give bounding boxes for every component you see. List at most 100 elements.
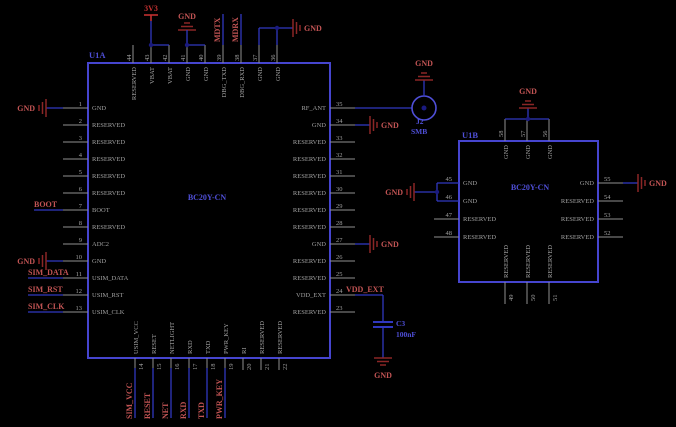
net-label-net: NET xyxy=(161,402,170,419)
pin-number: 32 xyxy=(336,152,343,159)
pin-name: RESERVED xyxy=(131,67,138,100)
pin-number: 17 xyxy=(192,363,199,370)
net-label-rxd: RXD xyxy=(179,401,188,419)
pin-name: USIM_RST xyxy=(92,292,123,299)
junction-dot xyxy=(525,116,531,122)
pin-name: RESERVED xyxy=(92,156,125,163)
pin-name: TXD xyxy=(205,340,212,354)
pin-name: RESERVED xyxy=(293,309,326,316)
pin-number: 25 xyxy=(336,271,343,278)
pin-name: RESERVED xyxy=(561,234,594,241)
ic-part-u1a: BC20Y-CN xyxy=(188,193,227,202)
net-label-txd: TXD xyxy=(197,402,206,419)
pin-name: RESERVED xyxy=(293,207,326,214)
net-label-sim-clk: SIM_CLK xyxy=(28,302,65,311)
pin-name: RESERVED xyxy=(293,139,326,146)
pin-number: 40 xyxy=(198,55,205,62)
net-label-sim_vcc: SIM_VCC xyxy=(125,382,134,419)
pin-number: 45 xyxy=(446,176,453,183)
net-label-pwr_key: PWR_KEY xyxy=(215,379,224,419)
pin-number: 29 xyxy=(336,203,343,210)
pin-number: 54 xyxy=(604,194,611,201)
capacitor-value-c3: 100nF xyxy=(396,330,416,339)
pin-number: 39 xyxy=(216,55,223,62)
pin-name: RESERVED xyxy=(259,321,266,354)
pin-name: RESERVED xyxy=(92,173,125,180)
pin-number: 58 xyxy=(498,131,505,138)
pin-number: 30 xyxy=(336,186,343,193)
pin-name: RXD xyxy=(187,340,194,354)
pin-name: VDD_EXT xyxy=(296,292,326,299)
pin-number: 31 xyxy=(336,169,343,176)
gnd-net-label: GND xyxy=(415,59,433,68)
gnd-net-label: GND xyxy=(519,87,537,96)
pin-name: RESERVED xyxy=(463,234,496,241)
power-flag-3v3: 3V3 xyxy=(144,4,158,13)
pin-name: GND xyxy=(547,145,554,159)
pin-name: RESERVED xyxy=(547,245,554,278)
pin-number: 11 xyxy=(76,271,82,278)
pin-number: 13 xyxy=(76,305,83,312)
pin-name: RESET xyxy=(151,334,158,354)
pin-number: 24 xyxy=(336,288,343,295)
pin-number: 49 xyxy=(508,295,515,302)
connector-type-smb: SMB xyxy=(411,127,427,136)
pin-name: RESERVED xyxy=(293,190,326,197)
pin-name: USIM_DATA xyxy=(92,275,129,282)
pin-name: GND xyxy=(203,67,210,81)
pin-name: PWR_KEY xyxy=(223,323,230,354)
pin-number: 53 xyxy=(604,212,611,219)
gnd-net-label: GND xyxy=(649,179,667,188)
pin-number: 43 xyxy=(144,55,151,62)
pin-number: 6 xyxy=(79,186,83,193)
pin-name: RESERVED xyxy=(92,122,125,129)
pin-name: RESERVED xyxy=(561,216,594,223)
pin-name: VBAT xyxy=(167,67,174,84)
pin-number: 7 xyxy=(79,203,83,210)
pin-number: 19 xyxy=(228,364,235,371)
pin-number: 4 xyxy=(79,152,83,159)
pin-number: 21 xyxy=(264,364,271,371)
pin-number: 33 xyxy=(336,135,343,142)
pin-name: RESERVED xyxy=(293,275,326,282)
ic-ref-u1a: U1A xyxy=(89,50,106,60)
gnd-net-label: GND xyxy=(381,240,399,249)
smb-center-pin xyxy=(421,105,427,111)
net-label-reset: RESET xyxy=(143,392,152,419)
pin-name: RESERVED xyxy=(503,245,510,278)
pin-name: DBG_RXD xyxy=(239,67,246,98)
net-label-vdd-ext: VDD_EXT xyxy=(346,285,384,294)
pin-number: 26 xyxy=(336,254,343,261)
gnd-net-label: GND xyxy=(374,371,392,380)
pin-name: RESERVED xyxy=(463,216,496,223)
pin-number: 50 xyxy=(530,295,537,302)
pin-name: RF_ANT xyxy=(301,105,326,112)
pin-number: 41 xyxy=(180,55,187,62)
pin-number: 23 xyxy=(336,305,343,312)
pin-name: GND xyxy=(92,258,106,265)
pin-number: 14 xyxy=(138,363,145,370)
net-label-sim-data: SIM_DATA xyxy=(28,268,69,277)
pin-number: 35 xyxy=(336,101,343,108)
capacitor-ref-c3: C3 xyxy=(396,319,405,328)
pin-name: GND xyxy=(312,241,326,248)
pin-name: RESERVED xyxy=(92,139,125,146)
pin-number: 22 xyxy=(282,364,289,371)
pin-name: RESERVED xyxy=(92,224,125,231)
pin-name: BOOT xyxy=(92,207,110,214)
gnd-net-label: GND xyxy=(17,257,35,266)
ic-part-u1b: BC20Y-CN xyxy=(511,183,550,192)
pin-name: GND xyxy=(463,198,477,205)
pin-number: 37 xyxy=(252,54,259,61)
pin-name: USIM_CLK xyxy=(92,309,125,316)
pin-number: 51 xyxy=(552,295,559,302)
pin-name: GND xyxy=(503,145,510,159)
junction-dot xyxy=(184,42,190,48)
pin-name: GND xyxy=(92,105,106,112)
net-label-mdtx: MDTX xyxy=(213,17,222,42)
pin-name: RESERVED xyxy=(293,173,326,180)
connector-ref-j2: J2 xyxy=(416,117,424,126)
pin-number: 1 xyxy=(79,101,82,108)
junction-dot xyxy=(434,189,440,195)
pin-number: 3 xyxy=(79,135,82,142)
